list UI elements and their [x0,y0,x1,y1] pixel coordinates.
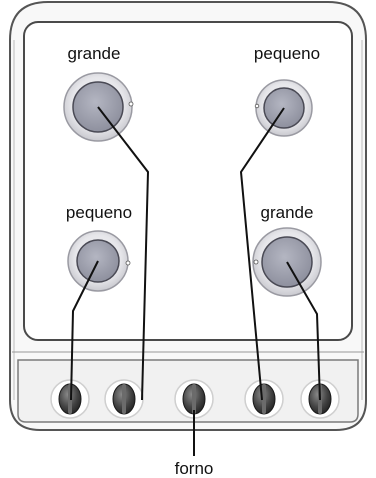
leader-line-bottom-right [286,261,321,401]
label-oven: forno [174,459,214,478]
leader-line-bottom-left [70,260,99,401]
knob-2[interactable] [104,379,144,419]
label-bottom-left-burner: pequeno [65,203,133,222]
leader-line-top-left [97,106,150,401]
knob-4[interactable] [244,379,284,419]
leader-line-top-right [239,107,285,401]
knob-1[interactable] [50,379,90,419]
label-bottom-right-burner: grande [260,203,314,222]
label-top-right-burner: pequeno [253,44,321,63]
label-top-left-burner: grande [67,44,121,63]
knob-oven[interactable] [174,379,214,419]
